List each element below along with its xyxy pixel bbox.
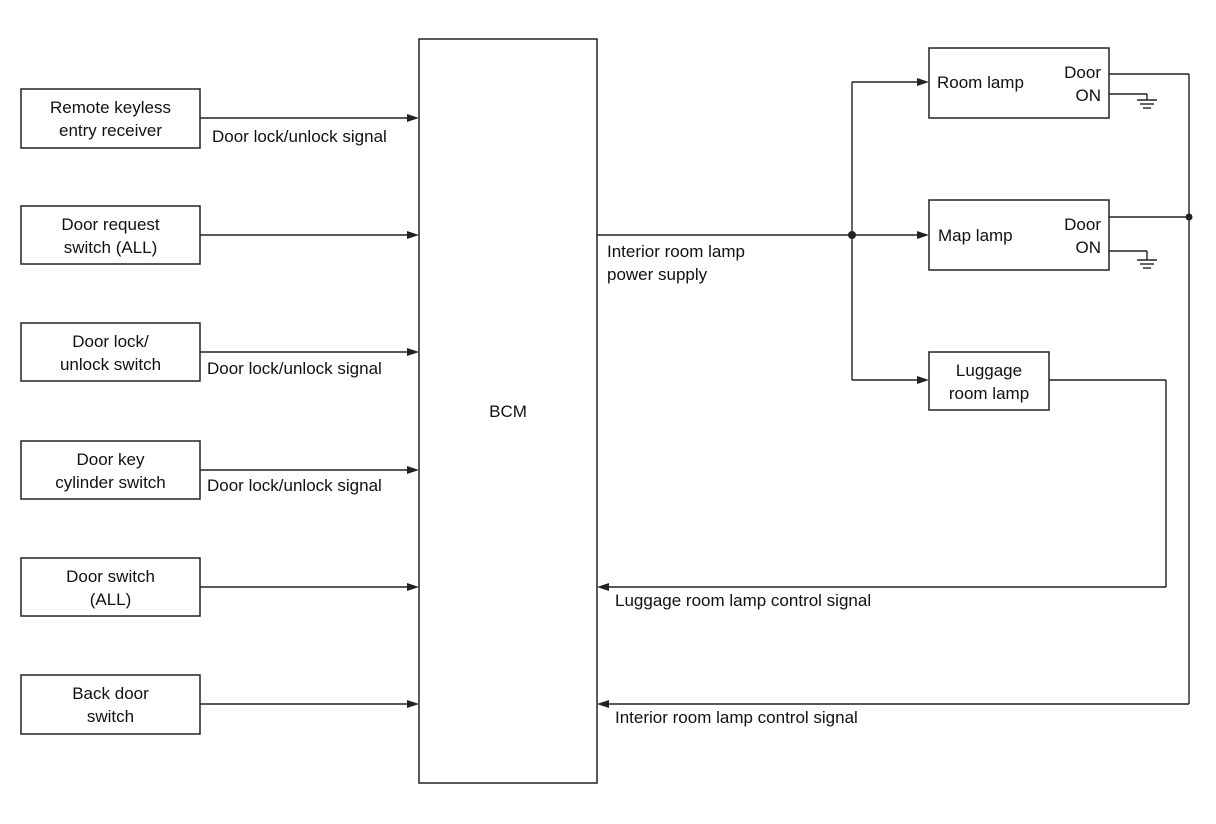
door-lock-unlock-switch-box: [20, 322, 201, 382]
arrowhead: [597, 583, 609, 591]
label-line: entry receiver: [59, 121, 162, 140]
label-line: unlock switch: [59, 355, 162, 374]
back-door-switch-label: Back door switch: [21, 682, 200, 728]
bcm-label: BCM: [489, 402, 527, 421]
room-lamp-label: Room lamp: [937, 73, 1024, 92]
arrowhead: [407, 700, 419, 708]
label-line: Back door: [72, 684, 149, 703]
signal-label-door-lock-unlock: Door lock/unlock signal: [207, 359, 382, 378]
luggage-room-lamp-label: Luggage room lamp: [929, 359, 1049, 405]
label-line: Interior room lamp: [607, 242, 745, 261]
door-switch-box: [20, 557, 201, 617]
door-request-switch-label: Door request switch (ALL): [21, 213, 200, 259]
label-line: ON: [1075, 86, 1102, 105]
label-line: switch (ALL): [63, 238, 158, 257]
door-request-switch-box: [20, 205, 201, 265]
room-lamp-switch-label: Door ON: [1049, 61, 1101, 107]
label-line: Door: [1064, 63, 1101, 82]
label-line: cylinder switch: [55, 473, 166, 492]
arrowhead: [407, 348, 419, 356]
arrowhead: [917, 376, 929, 384]
map-lamp-label: Map lamp: [938, 226, 1013, 245]
arrowhead: [917, 78, 929, 86]
label-line: power supply: [607, 265, 708, 284]
back-door-switch-box: [20, 674, 201, 735]
map-lamp-switch-label: Door ON: [1049, 213, 1101, 259]
room-lamp-box: [928, 47, 1110, 119]
remote-keyless-label: Remote keyless entry receiver: [21, 96, 200, 142]
power-supply-label: Interior room lamp power supply: [607, 240, 745, 286]
junction-dot: [1185, 213, 1193, 221]
luggage-control-signal-label: Luggage room lamp control signal: [615, 591, 872, 610]
door-lock-unlock-switch-label: Door lock/ unlock switch: [21, 330, 200, 376]
signal-label-remote-keyless: Door lock/unlock signal: [212, 127, 387, 146]
arrowhead: [407, 231, 419, 239]
remote-keyless-entry-receiver-box: [20, 88, 201, 149]
label-line: Door lock/: [72, 332, 149, 351]
arrowhead: [597, 700, 609, 708]
label-line: (ALL): [89, 590, 132, 609]
label-line: switch: [86, 707, 135, 726]
bcm-box: [418, 38, 598, 784]
label-line: Remote keyless: [50, 98, 171, 117]
label-line: room lamp: [948, 384, 1030, 403]
label-line: Door key: [76, 450, 145, 469]
label-line: Door: [1064, 215, 1101, 234]
arrowhead: [407, 583, 419, 591]
arrowhead: [917, 231, 929, 239]
arrowhead: [407, 466, 419, 474]
label-line: Luggage: [955, 361, 1023, 380]
luggage-room-lamp-box: [928, 351, 1050, 411]
arrowhead: [407, 114, 419, 122]
label-line: ON: [1075, 238, 1102, 257]
door-key-cylinder-switch-label: Door key cylinder switch: [21, 448, 200, 494]
label-line: Door switch: [66, 567, 155, 586]
door-switch-label: Door switch (ALL): [21, 565, 200, 611]
label-line: Door request: [61, 215, 160, 234]
interior-control-signal-label: Interior room lamp control signal: [615, 708, 858, 727]
signal-label-door-key-cylinder: Door lock/unlock signal: [207, 476, 382, 495]
junction-dot: [848, 231, 856, 239]
